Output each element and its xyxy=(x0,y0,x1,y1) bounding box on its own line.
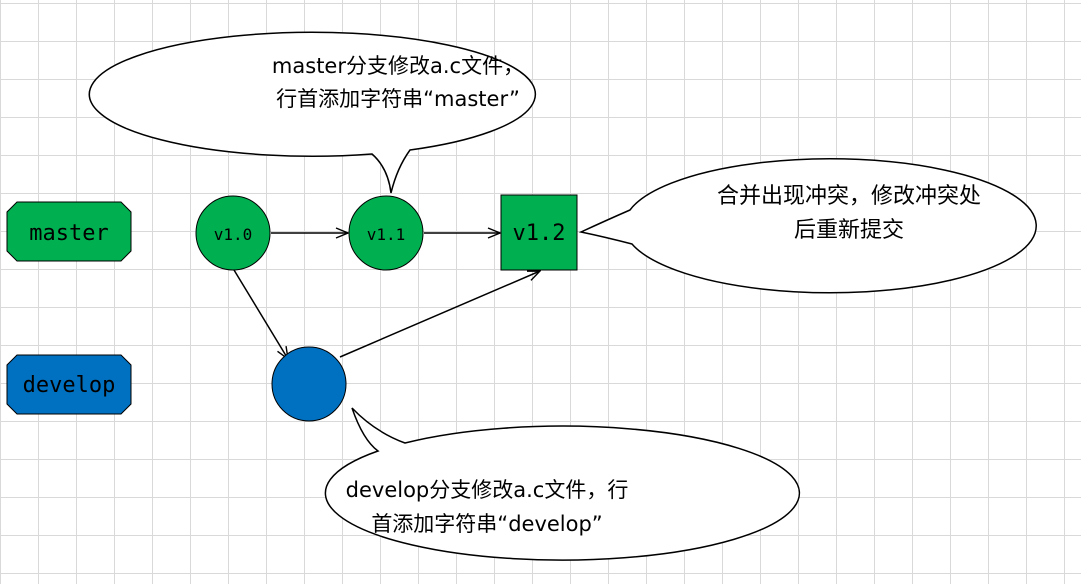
develop-branch-text: develop xyxy=(23,373,116,398)
develop-commit-node xyxy=(271,346,347,422)
commit-v1-1-label: v1.1 xyxy=(367,225,406,244)
master-callout-line2: 行首添加字符串“master” xyxy=(276,87,520,111)
develop-callout-line2: 首添加字符串“develop” xyxy=(371,512,602,536)
merge-callout: 合并出现冲突，修改冲突处 后重新提交 xyxy=(578,158,1037,294)
commit-v1-0-label: v1.0 xyxy=(214,225,253,244)
master-callout-line1: master分支修改a.c文件， xyxy=(272,54,524,78)
develop-callout-line1: develop分支修改a.c文件，行 xyxy=(346,478,629,502)
arrow-develop-commit-to-v1-2 xyxy=(339,271,540,358)
commit-v1-1: v1.1 xyxy=(348,195,424,271)
develop-callout: develop分支修改a.c文件，行 首添加字符串“develop” xyxy=(324,407,801,561)
merge-callout-line1: 合并出现冲突，修改冲突处 xyxy=(717,184,981,209)
merge-callout-line2: 后重新提交 xyxy=(794,218,904,243)
arrow-v1-0-to-develop-commit xyxy=(233,269,288,359)
develop-branch-label: develop xyxy=(6,354,132,415)
master-branch-label: master xyxy=(6,201,132,262)
master-callout: master分支修改a.c文件， 行首添加字符串“master” xyxy=(88,31,537,194)
master-branch-text: master xyxy=(29,221,108,246)
commit-v1-0: v1.0 xyxy=(195,195,271,271)
commit-v1-2-label: v1.2 xyxy=(513,221,566,246)
commit-v1-2: v1.2 xyxy=(500,194,578,271)
